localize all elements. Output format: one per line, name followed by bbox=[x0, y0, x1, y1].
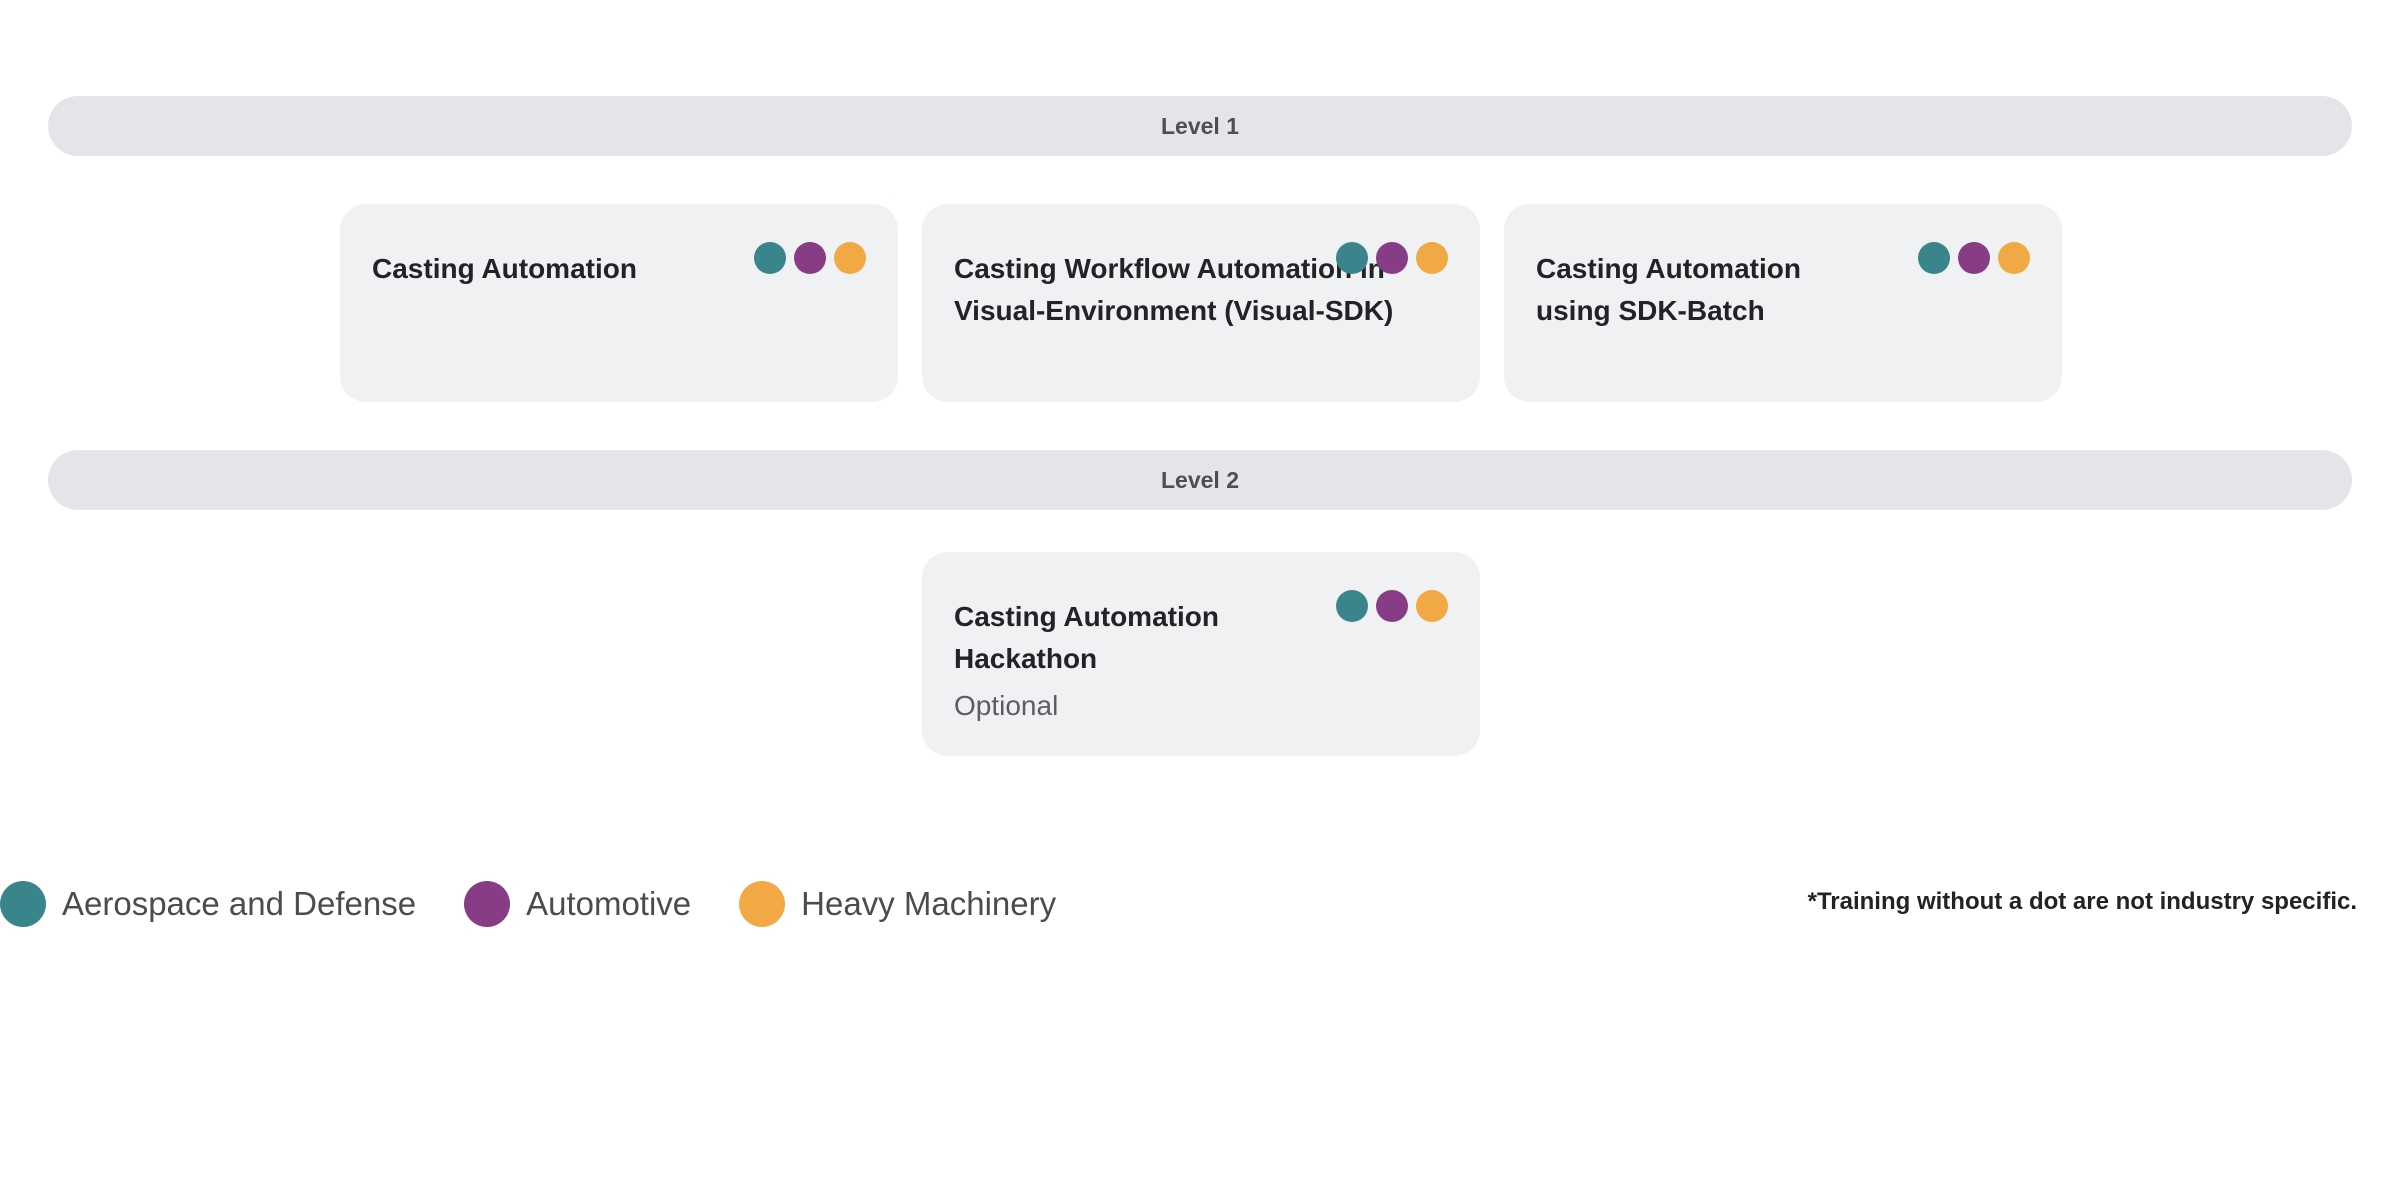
course-card-casting-automation-hackathon[interactable]: Casting Automation Hackathon Optional bbox=[922, 552, 1480, 756]
aerospace-dot-icon bbox=[754, 242, 786, 274]
heavy-machinery-dot-icon bbox=[1416, 242, 1448, 274]
course-title: Casting Workflow Automation in Visual-En… bbox=[954, 253, 1394, 326]
heavy-machinery-dot-icon bbox=[1998, 242, 2030, 274]
course-title: Casting Automation using SDK-Batch bbox=[1536, 253, 1801, 326]
course-subtitle: Optional bbox=[954, 690, 1059, 721]
industry-dots bbox=[1918, 242, 2030, 274]
course-card-casting-automation-sdk-batch[interactable]: Casting Automation using SDK-Batch bbox=[1504, 204, 2062, 402]
legend-label: Heavy Machinery bbox=[801, 885, 1057, 922]
industry-legend: Aerospace and Defense Automotive Heavy M… bbox=[0, 880, 1104, 928]
aerospace-dot-icon bbox=[1336, 242, 1368, 274]
legend-item-automotive: Automotive bbox=[464, 881, 691, 927]
legend-label: Automotive bbox=[526, 885, 692, 922]
level-2-header: Level 2 bbox=[48, 450, 2352, 510]
legend-item-aerospace: Aerospace and Defense bbox=[0, 881, 416, 927]
industry-dots bbox=[1336, 242, 1448, 274]
automotive-dot-icon bbox=[1376, 242, 1408, 274]
aerospace-dot-icon bbox=[1336, 590, 1368, 622]
automotive-dot-icon bbox=[794, 242, 826, 274]
footnote: *Training without a dot are not industry… bbox=[1807, 888, 2357, 915]
level-1-label: Level 1 bbox=[1161, 112, 1239, 139]
industry-dots bbox=[1336, 590, 1448, 622]
heavy-machinery-dot-icon bbox=[739, 881, 786, 927]
level-1-header: Level 1 bbox=[48, 96, 2352, 156]
course-title: Casting Automation Hackathon bbox=[954, 601, 1219, 674]
course-title: Casting Automation bbox=[372, 253, 637, 284]
industry-dots bbox=[754, 242, 866, 274]
legend-label: Aerospace and Defense bbox=[62, 885, 417, 922]
heavy-machinery-dot-icon bbox=[1416, 590, 1448, 622]
course-card-casting-automation[interactable]: Casting Automation bbox=[340, 204, 898, 402]
level-2-label: Level 2 bbox=[1161, 466, 1239, 493]
course-card-casting-workflow-automation[interactable]: Casting Workflow Automation in Visual-En… bbox=[922, 204, 1480, 402]
aerospace-dot-icon bbox=[0, 881, 46, 927]
automotive-dot-icon bbox=[464, 881, 511, 927]
legend-item-heavy-machinery: Heavy Machinery bbox=[739, 881, 1056, 927]
automotive-dot-icon bbox=[1958, 242, 1990, 274]
aerospace-dot-icon bbox=[1918, 242, 1950, 274]
automotive-dot-icon bbox=[1376, 590, 1408, 622]
heavy-machinery-dot-icon bbox=[834, 242, 866, 274]
